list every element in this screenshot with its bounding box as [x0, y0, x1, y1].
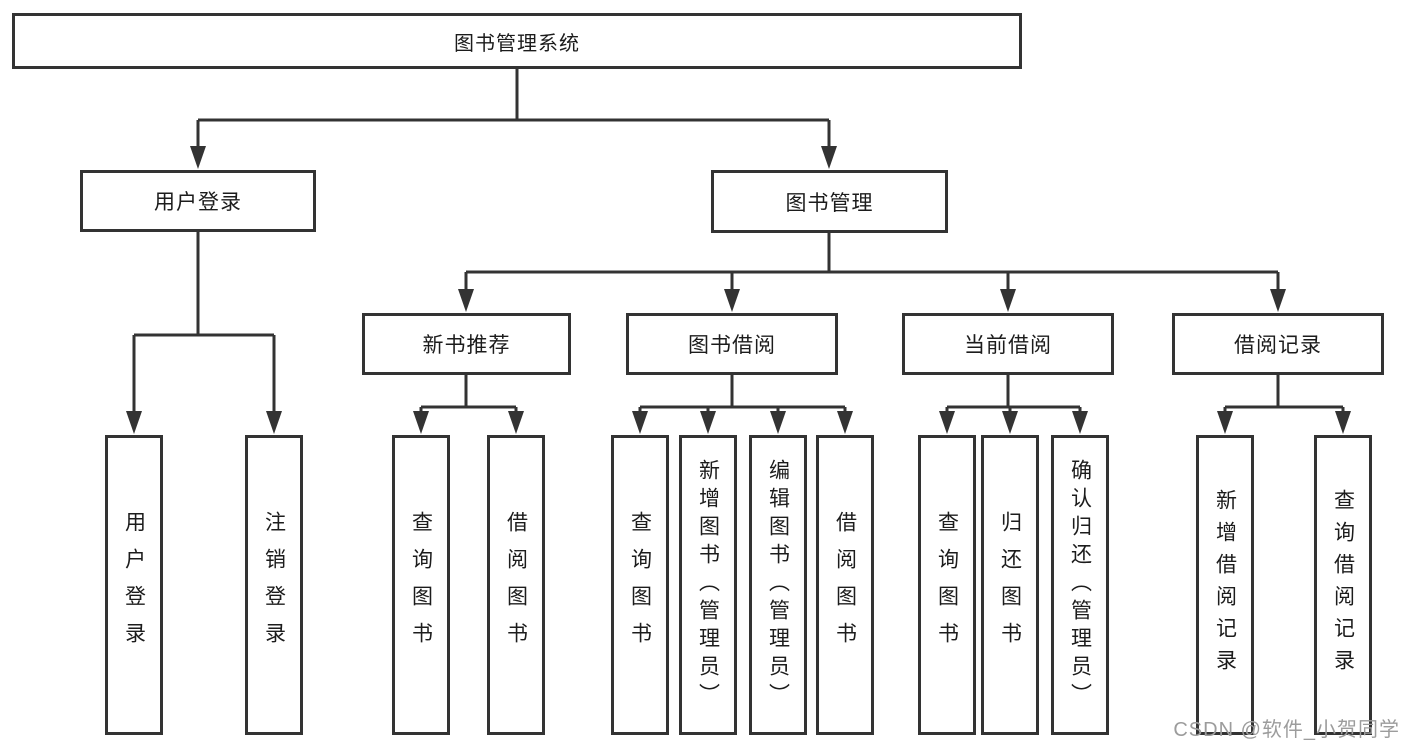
leaf-newbook-borrow: 借阅图书 — [487, 435, 545, 735]
connector-new-book-to-leaves — [413, 375, 524, 434]
node-user-login: 用户登录 — [80, 170, 316, 232]
leaf-logout-label: 注销登录 — [262, 511, 286, 659]
node-book-management-label: 图书管理 — [785, 191, 874, 215]
node-user-login-label: 用户登录 — [154, 191, 242, 214]
connector-user-login-to-leaves — [126, 232, 282, 434]
leaf-borrow-edit-label: 编辑图书（管理员） — [766, 459, 790, 711]
connector-root-to-level1 — [190, 69, 837, 169]
leaf-current-confirm-label: 确认归还（管理员） — [1068, 459, 1092, 711]
leaf-borrow-query: 查询图书 — [611, 435, 669, 735]
leaf-record-query: 查询借阅记录 — [1314, 435, 1372, 735]
leaf-record-add: 新增借阅记录 — [1196, 435, 1254, 735]
connector-book-borrow-to-leaves — [632, 375, 853, 434]
node-current-borrow: 当前借阅 — [902, 313, 1114, 375]
leaf-record-query-label: 查询借阅记录 — [1331, 489, 1355, 681]
connector-borrow-record-to-leaves — [1217, 375, 1351, 434]
leaf-current-confirm: 确认归还（管理员） — [1051, 435, 1109, 735]
node-book-borrow: 图书借阅 — [626, 313, 838, 375]
leaf-borrow-borrow-label: 借阅图书 — [833, 511, 857, 659]
watermark: CSDN @软件_小贺同学 — [1173, 719, 1400, 741]
node-current-borrow-label: 当前借阅 — [964, 334, 1052, 357]
leaf-current-return-label: 归还图书 — [998, 511, 1022, 659]
leaf-current-query: 查询图书 — [918, 435, 976, 735]
leaf-borrow-add-label: 新增图书（管理员） — [696, 459, 720, 711]
node-borrow-record-label: 借阅记录 — [1234, 334, 1322, 357]
connector-current-borrow-to-leaves — [939, 375, 1088, 434]
leaf-newbook-query-label: 查询图书 — [409, 511, 433, 659]
leaf-newbook-borrow-label: 借阅图书 — [504, 511, 528, 659]
leaf-user-login: 用户登录 — [105, 435, 163, 735]
leaf-user-login-label: 用户登录 — [122, 511, 146, 659]
leaf-current-query-label: 查询图书 — [935, 511, 959, 659]
node-root-label: 图书管理系统 — [454, 32, 580, 55]
node-book-management: 图书管理 — [711, 170, 948, 233]
connector-book-management-to-level2 — [458, 233, 1286, 312]
leaf-borrow-add: 新增图书（管理员） — [679, 435, 737, 735]
node-book-borrow-label: 图书借阅 — [688, 334, 776, 357]
leaf-borrow-borrow: 借阅图书 — [816, 435, 874, 735]
node-root: 图书管理系统 — [12, 13, 1022, 69]
node-borrow-record: 借阅记录 — [1172, 313, 1384, 375]
node-new-book-recommend-label: 新书推荐 — [422, 334, 511, 357]
leaf-borrow-edit: 编辑图书（管理员） — [749, 435, 807, 735]
leaf-current-return: 归还图书 — [981, 435, 1039, 735]
node-new-book-recommend: 新书推荐 — [362, 313, 571, 375]
leaf-newbook-query: 查询图书 — [392, 435, 450, 735]
leaf-record-add-label: 新增借阅记录 — [1213, 489, 1237, 681]
leaf-logout: 注销登录 — [245, 435, 303, 735]
leaf-borrow-query-label: 查询图书 — [628, 511, 652, 659]
